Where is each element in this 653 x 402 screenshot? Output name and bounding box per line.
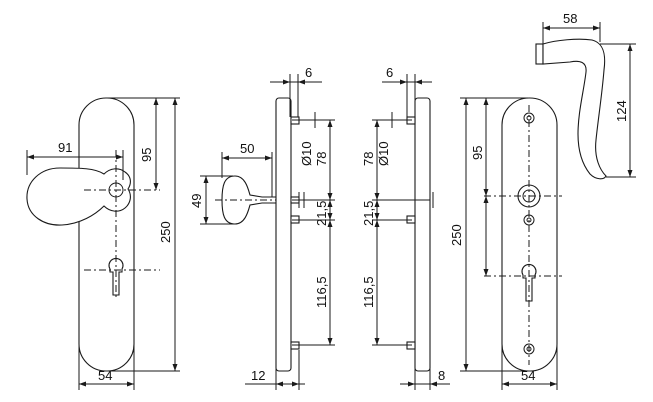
arrowhead [203,176,209,183]
arrowhead [463,98,469,105]
dim-upper-spacing: 78 [361,152,376,166]
arrowhead [374,200,380,207]
section-plate [275,97,292,372]
dim-center-top: 95 [139,148,154,162]
arrowhead [172,364,178,371]
dim-lever-height: 124 [614,100,629,122]
arrowhead [627,170,633,177]
lever-side-view: 58 124 [535,11,636,180]
arrowhead [483,189,489,196]
dim-base-thickness: 8 [438,368,445,383]
oval-knob [26,167,131,226]
arrowhead [374,213,380,220]
arrowhead [463,364,469,371]
dim-plate-width: 54 [98,368,112,383]
arrowhead [116,154,123,160]
knob-plate-front-view: 91 95 250 54 [26,97,180,390]
arrowhead [327,220,333,227]
arrowhead [543,25,550,31]
dim-overall-height: 250 [158,221,173,243]
arrowhead [327,338,333,345]
dim-middle-spacing: 21,5 [314,201,329,226]
dim-lower-spacing: 116,5 [361,276,376,308]
plate-section-left: 6 Ø10 78 21,5 116,5 12 [245,65,335,390]
dim-upper-spacing: 78 [314,152,329,166]
arrowhead [374,338,380,345]
dim-section-thickness: 6 [305,65,312,80]
dim-base-thickness: 12 [251,368,265,383]
dim-lower-spacing: 116,5 [314,276,329,308]
arrowhead [502,381,509,387]
dim-knob-height: 49 [189,194,204,208]
lever-spindle-stub [535,43,544,65]
lever-handle [542,38,607,180]
arrowhead [374,120,380,127]
section-plate [414,97,431,372]
arrowhead [153,183,159,190]
arrowhead [172,98,178,105]
arrowhead [550,381,557,387]
dim-knob-width: 91 [58,140,72,155]
dim-overall-height: 250 [449,224,464,246]
arrowhead [627,44,633,51]
arrowhead [408,381,415,387]
arrowhead [27,154,34,160]
dim-bolt-diameter: Ø10 [376,141,391,166]
arrowhead [222,155,229,161]
dim-bolt-diameter: Ø10 [299,141,314,166]
arrowhead [430,381,437,387]
dim-middle-spacing: 21,5 [361,201,376,226]
arrowhead [374,193,380,200]
arrowhead [79,381,86,387]
dim-plate-width: 54 [521,368,535,383]
arrowhead [292,381,299,387]
lever-plate-front-view: 95 250 54 [449,97,562,390]
arrowhead [276,381,283,387]
arrowhead [265,155,272,161]
arrowhead [483,98,489,105]
arrowhead [415,79,422,85]
arrowhead [327,213,333,220]
dim-lever-width: 58 [563,11,577,26]
arrowhead [203,217,209,224]
lever-backplate [501,97,558,372]
arrowhead [327,193,333,200]
arrowhead [327,200,333,207]
arrowhead [127,381,134,387]
dim-center-top: 95 [470,146,485,160]
dim-section-thickness: 6 [386,65,393,80]
knob-backplate [78,97,135,372]
arrowhead [374,220,380,227]
screw-hole [523,343,535,355]
arrowhead [298,79,305,85]
arrowhead [400,79,407,85]
arrowhead [153,98,159,105]
arrowhead [327,120,333,127]
knob-side-view: 50 49 [189,141,302,225]
dim-knob-projection: 50 [240,141,254,156]
plate-section-right: 6 Ø10 78 21,5 116,5 8 [361,65,450,390]
arrowhead [283,79,290,85]
cylinder-hole [521,263,537,302]
arrowhead [593,25,600,31]
